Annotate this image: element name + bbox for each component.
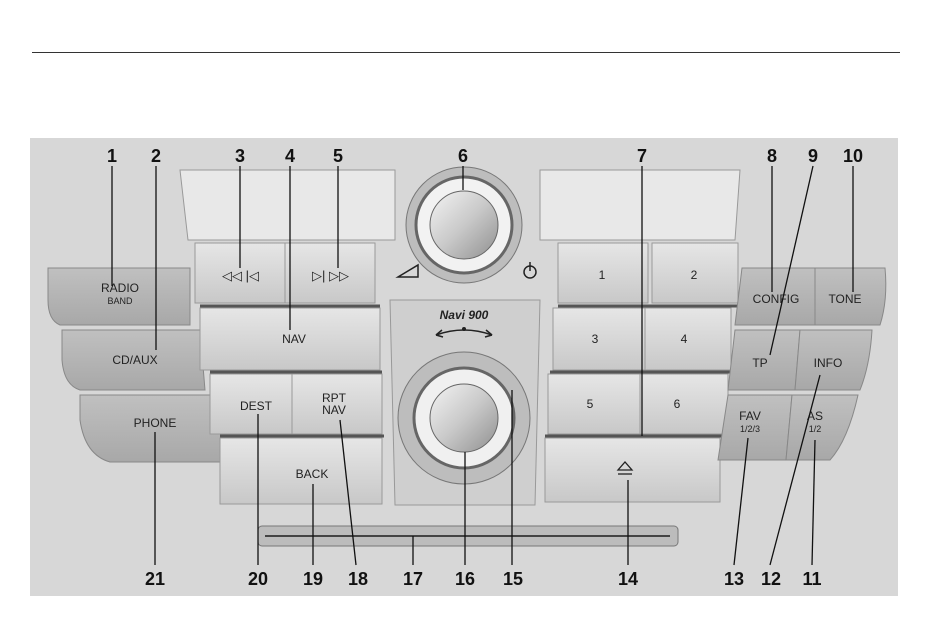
upper-left-housing <box>180 170 395 240</box>
preset-4-label: 4 <box>681 332 688 346</box>
radio-label: RADIO <box>101 281 139 295</box>
callout-18: 18 <box>348 569 368 589</box>
preset-3-label: 3 <box>592 332 599 346</box>
preset-5-button[interactable] <box>548 374 640 434</box>
callout-4: 4 <box>285 146 295 166</box>
callout-21: 21 <box>145 569 165 589</box>
rotate-dot-icon <box>462 327 466 331</box>
callout-6: 6 <box>458 146 468 166</box>
radio-sub-label: BAND <box>107 296 133 306</box>
preset-3-button[interactable] <box>553 308 645 370</box>
callout-13: 13 <box>724 569 744 589</box>
callout-10: 10 <box>843 146 863 166</box>
callout-14: 14 <box>618 569 638 589</box>
preset-6-button[interactable] <box>640 374 728 434</box>
back-label: BACK <box>296 467 329 481</box>
seek-back-icon: ◁◁ |◁ <box>222 268 259 283</box>
preset-4-button[interactable] <box>645 308 731 370</box>
callout-2: 2 <box>151 146 161 166</box>
rpt-sub-label: NAV <box>322 403 346 417</box>
callout-7: 7 <box>637 146 647 166</box>
info-label: INFO <box>814 356 843 370</box>
preset-5-label: 5 <box>587 397 594 411</box>
device-title: Navi 900 <box>440 308 489 322</box>
callout-9: 9 <box>808 146 818 166</box>
callout-5: 5 <box>333 146 343 166</box>
callout-20: 20 <box>248 569 268 589</box>
as-sub-label: 1/2 <box>809 424 822 434</box>
callout-19: 19 <box>303 569 323 589</box>
dest-label: DEST <box>240 399 273 413</box>
tone-label: TONE <box>828 292 861 306</box>
preset-6-label: 6 <box>674 397 681 411</box>
tp-label: TP <box>752 356 767 370</box>
callout-11: 11 <box>802 569 821 589</box>
callout-3: 3 <box>235 146 245 166</box>
preset-1-label: 1 <box>599 268 606 282</box>
seek-forward-icon: ▷| ▷▷ <box>312 268 349 283</box>
upper-right-housing <box>540 170 740 240</box>
nav-label: NAV <box>282 332 306 346</box>
fav-label: FAV <box>739 409 761 423</box>
callout-15: 15 <box>503 569 523 589</box>
volume-knob[interactable] <box>430 191 498 259</box>
phone-label: PHONE <box>134 416 177 430</box>
config-label: CONFIG <box>753 292 800 306</box>
callout-8: 8 <box>767 146 777 166</box>
preset-2-label: 2 <box>691 268 698 282</box>
callout-1: 1 <box>107 146 117 166</box>
cd-aux-label: CD/AUX <box>112 353 157 367</box>
callout-12: 12 <box>761 569 781 589</box>
callout-16: 16 <box>455 569 475 589</box>
multifunction-knob[interactable] <box>430 384 498 452</box>
callout-17: 17 <box>403 569 423 589</box>
fav-sub-label: 1/2/3 <box>740 424 760 434</box>
